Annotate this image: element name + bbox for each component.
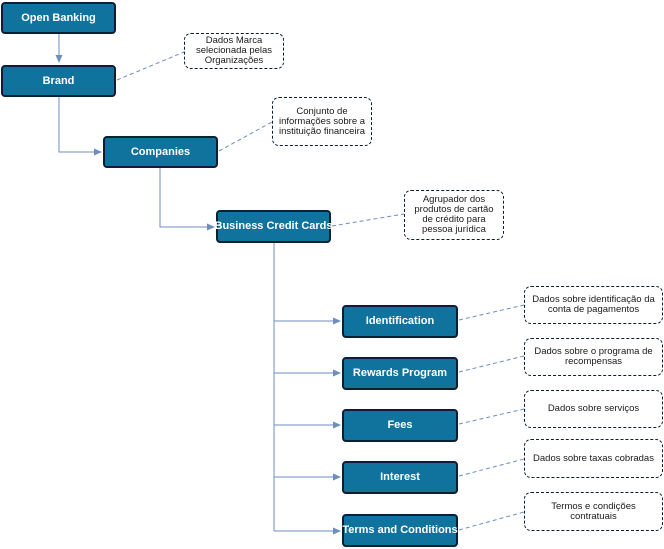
link-rewards-program-note [458, 355, 525, 373]
node-interest-label: Interest [380, 471, 420, 483]
link-identification-note [458, 304, 525, 321]
note-brand-text: Dados Marca selecionada pelas Organizaçõ… [195, 35, 273, 66]
link-business-credit-cards-note [331, 213, 405, 227]
note-interest-text: Dados sobre taxas cobradas [533, 452, 654, 464]
node-terms-and-conditions-label: Terms and Conditions [342, 524, 458, 536]
note-companies: Conjunto de informações sobre a institui… [272, 97, 372, 146]
note-identification-text: Dados sobre identificação da conta de pa… [532, 294, 655, 315]
node-companies-label: Companies [130, 145, 191, 158]
link-interest-note [458, 458, 525, 477]
note-identification: Dados sobre identificação da conta de pa… [524, 286, 663, 324]
node-open-banking[interactable]: Open Banking [1, 2, 116, 34]
note-interest: Dados sobre taxas cobradas [524, 439, 663, 478]
node-companies[interactable]: Companies [103, 136, 218, 168]
note-business-credit-cards: Agrupador dos produtos de cartão de créd… [404, 190, 504, 240]
note-rewards-program-text: Dados sobre o programa de recompensas [534, 346, 653, 367]
note-brand: Dados Marca selecionada pelas Organizaçõ… [184, 33, 284, 69]
node-identification[interactable]: Identification [342, 305, 458, 338]
node-brand[interactable]: Brand [1, 65, 116, 97]
note-fees: Dados sobre serviços [524, 390, 663, 428]
node-open-banking-label: Open Banking [21, 11, 96, 24]
link-companies-note [218, 121, 273, 152]
node-business-credit-cards-label: Business Credit Cards [214, 220, 333, 232]
node-brand-label: Brand [42, 74, 75, 87]
note-terms-and-conditions-text: Termos e condições contratuais [551, 500, 636, 522]
link-brand-note [116, 51, 185, 81]
node-business-credit-cards[interactable]: Business Credit Cards [214, 210, 333, 243]
node-identification-label: Identification [365, 315, 435, 327]
edge-brand-companies [58, 97, 102, 156]
note-business-credit-cards-text: Agrupador dos produtos de cartão de créd… [414, 194, 494, 235]
node-rewards-program[interactable]: Rewards Program [342, 357, 458, 390]
link-terms-and-conditions-note [458, 511, 525, 531]
note-fees-text: Dados sobre serviços [547, 403, 640, 414]
edge-companies-business-credit-cards [159, 168, 215, 231]
note-rewards-program: Dados sobre o programa de recompensas [524, 338, 663, 376]
node-interest[interactable]: Interest [342, 461, 458, 494]
note-terms-and-conditions: Termos e condições contratuais [524, 492, 663, 531]
node-rewards-program-label: Rewards Program [352, 367, 448, 379]
note-companies-text: Conjunto de informações sobre a institui… [278, 105, 366, 137]
link-fees-note [458, 408, 525, 425]
node-terms-and-conditions[interactable]: Terms and Conditions [342, 514, 458, 547]
node-fees[interactable]: Fees [342, 409, 458, 442]
node-fees-label: Fees [387, 419, 413, 431]
